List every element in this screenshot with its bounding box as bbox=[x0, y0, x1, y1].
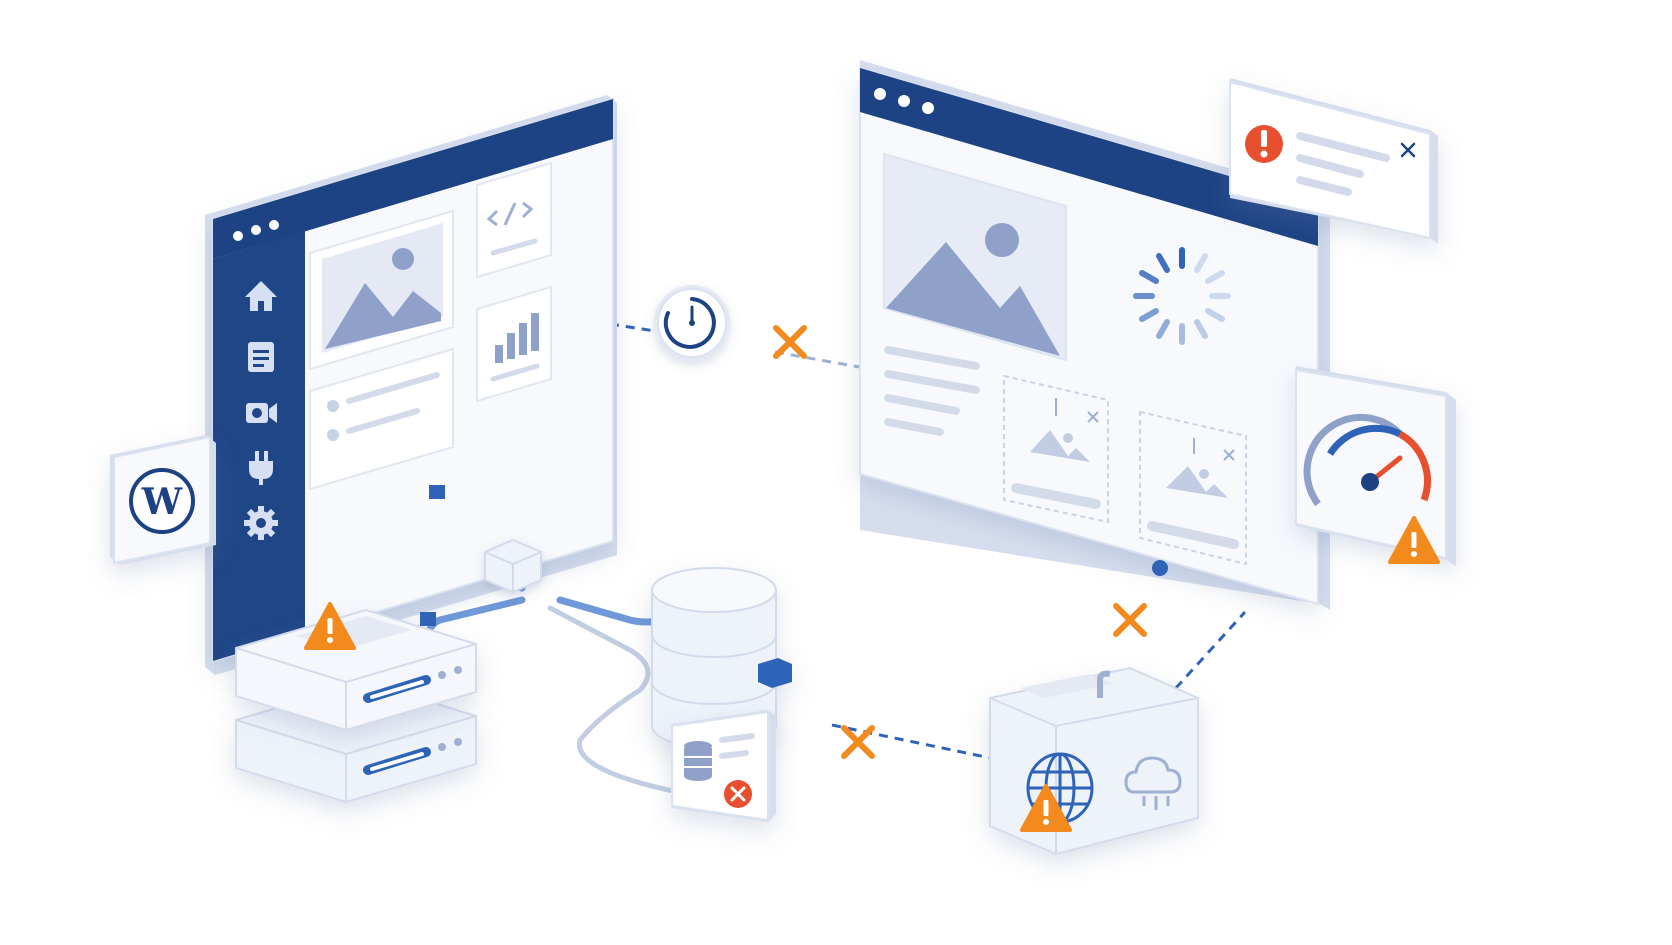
hero-image-placeholder[interactable] bbox=[883, 152, 1067, 362]
window-controls[interactable] bbox=[233, 220, 279, 241]
warning-triangle-icon bbox=[304, 602, 356, 650]
wordpress-logo: W bbox=[110, 435, 216, 565]
warning-triangle-icon bbox=[1388, 516, 1440, 564]
text-lines bbox=[884, 346, 980, 436]
window-controls[interactable] bbox=[874, 88, 934, 114]
x-mark-icon bbox=[773, 325, 807, 359]
error-alert-popup[interactable] bbox=[1229, 78, 1438, 244]
svg-text:W: W bbox=[141, 481, 183, 523]
speed-gauge-card[interactable] bbox=[1295, 366, 1456, 566]
document-icon[interactable] bbox=[248, 342, 274, 372]
error-x-icon bbox=[724, 780, 752, 808]
video-icon[interactable] bbox=[246, 403, 277, 423]
database-port bbox=[758, 658, 792, 688]
settings-icon[interactable] bbox=[244, 506, 278, 540]
cms-port bbox=[429, 485, 445, 499]
connection-database-to-gateway bbox=[831, 723, 1001, 762]
timer-icon bbox=[654, 285, 730, 361]
database[interactable] bbox=[651, 567, 792, 749]
cms-window[interactable] bbox=[205, 95, 617, 675]
broken-image-card[interactable] bbox=[1003, 374, 1109, 524]
cloud-icon bbox=[1124, 756, 1182, 810]
sidebar bbox=[244, 281, 278, 540]
bar-chart-icon[interactable] bbox=[476, 285, 552, 403]
x-mark-icon bbox=[841, 725, 875, 759]
server-port bbox=[420, 612, 436, 626]
connection-hub-to-db-card bbox=[547, 605, 723, 803]
database-error-icon bbox=[684, 741, 712, 781]
live-site-window[interactable] bbox=[859, 60, 1330, 610]
broken-image-card[interactable] bbox=[1139, 410, 1247, 566]
loading-spinner-icon bbox=[1133, 247, 1231, 345]
speed-gauge-icon bbox=[1303, 413, 1431, 507]
list-widget[interactable] bbox=[309, 347, 454, 491]
x-mark-icon bbox=[1113, 603, 1147, 637]
error-alert-icon bbox=[1245, 125, 1283, 163]
warning-triangle-icon bbox=[1020, 784, 1072, 832]
plugin-icon[interactable] bbox=[249, 451, 273, 485]
database-error-card[interactable] bbox=[671, 710, 776, 822]
cdn-gateway[interactable] bbox=[989, 666, 1199, 856]
close-icon[interactable] bbox=[1400, 142, 1416, 158]
site-port bbox=[1152, 560, 1168, 576]
image-placeholder-icon[interactable] bbox=[309, 209, 454, 371]
server-stack[interactable] bbox=[235, 608, 477, 804]
network-hub bbox=[484, 538, 542, 594]
code-icon[interactable] bbox=[476, 161, 552, 279]
connection-gateway-to-site bbox=[1163, 610, 1247, 702]
home-icon[interactable] bbox=[245, 281, 277, 311]
